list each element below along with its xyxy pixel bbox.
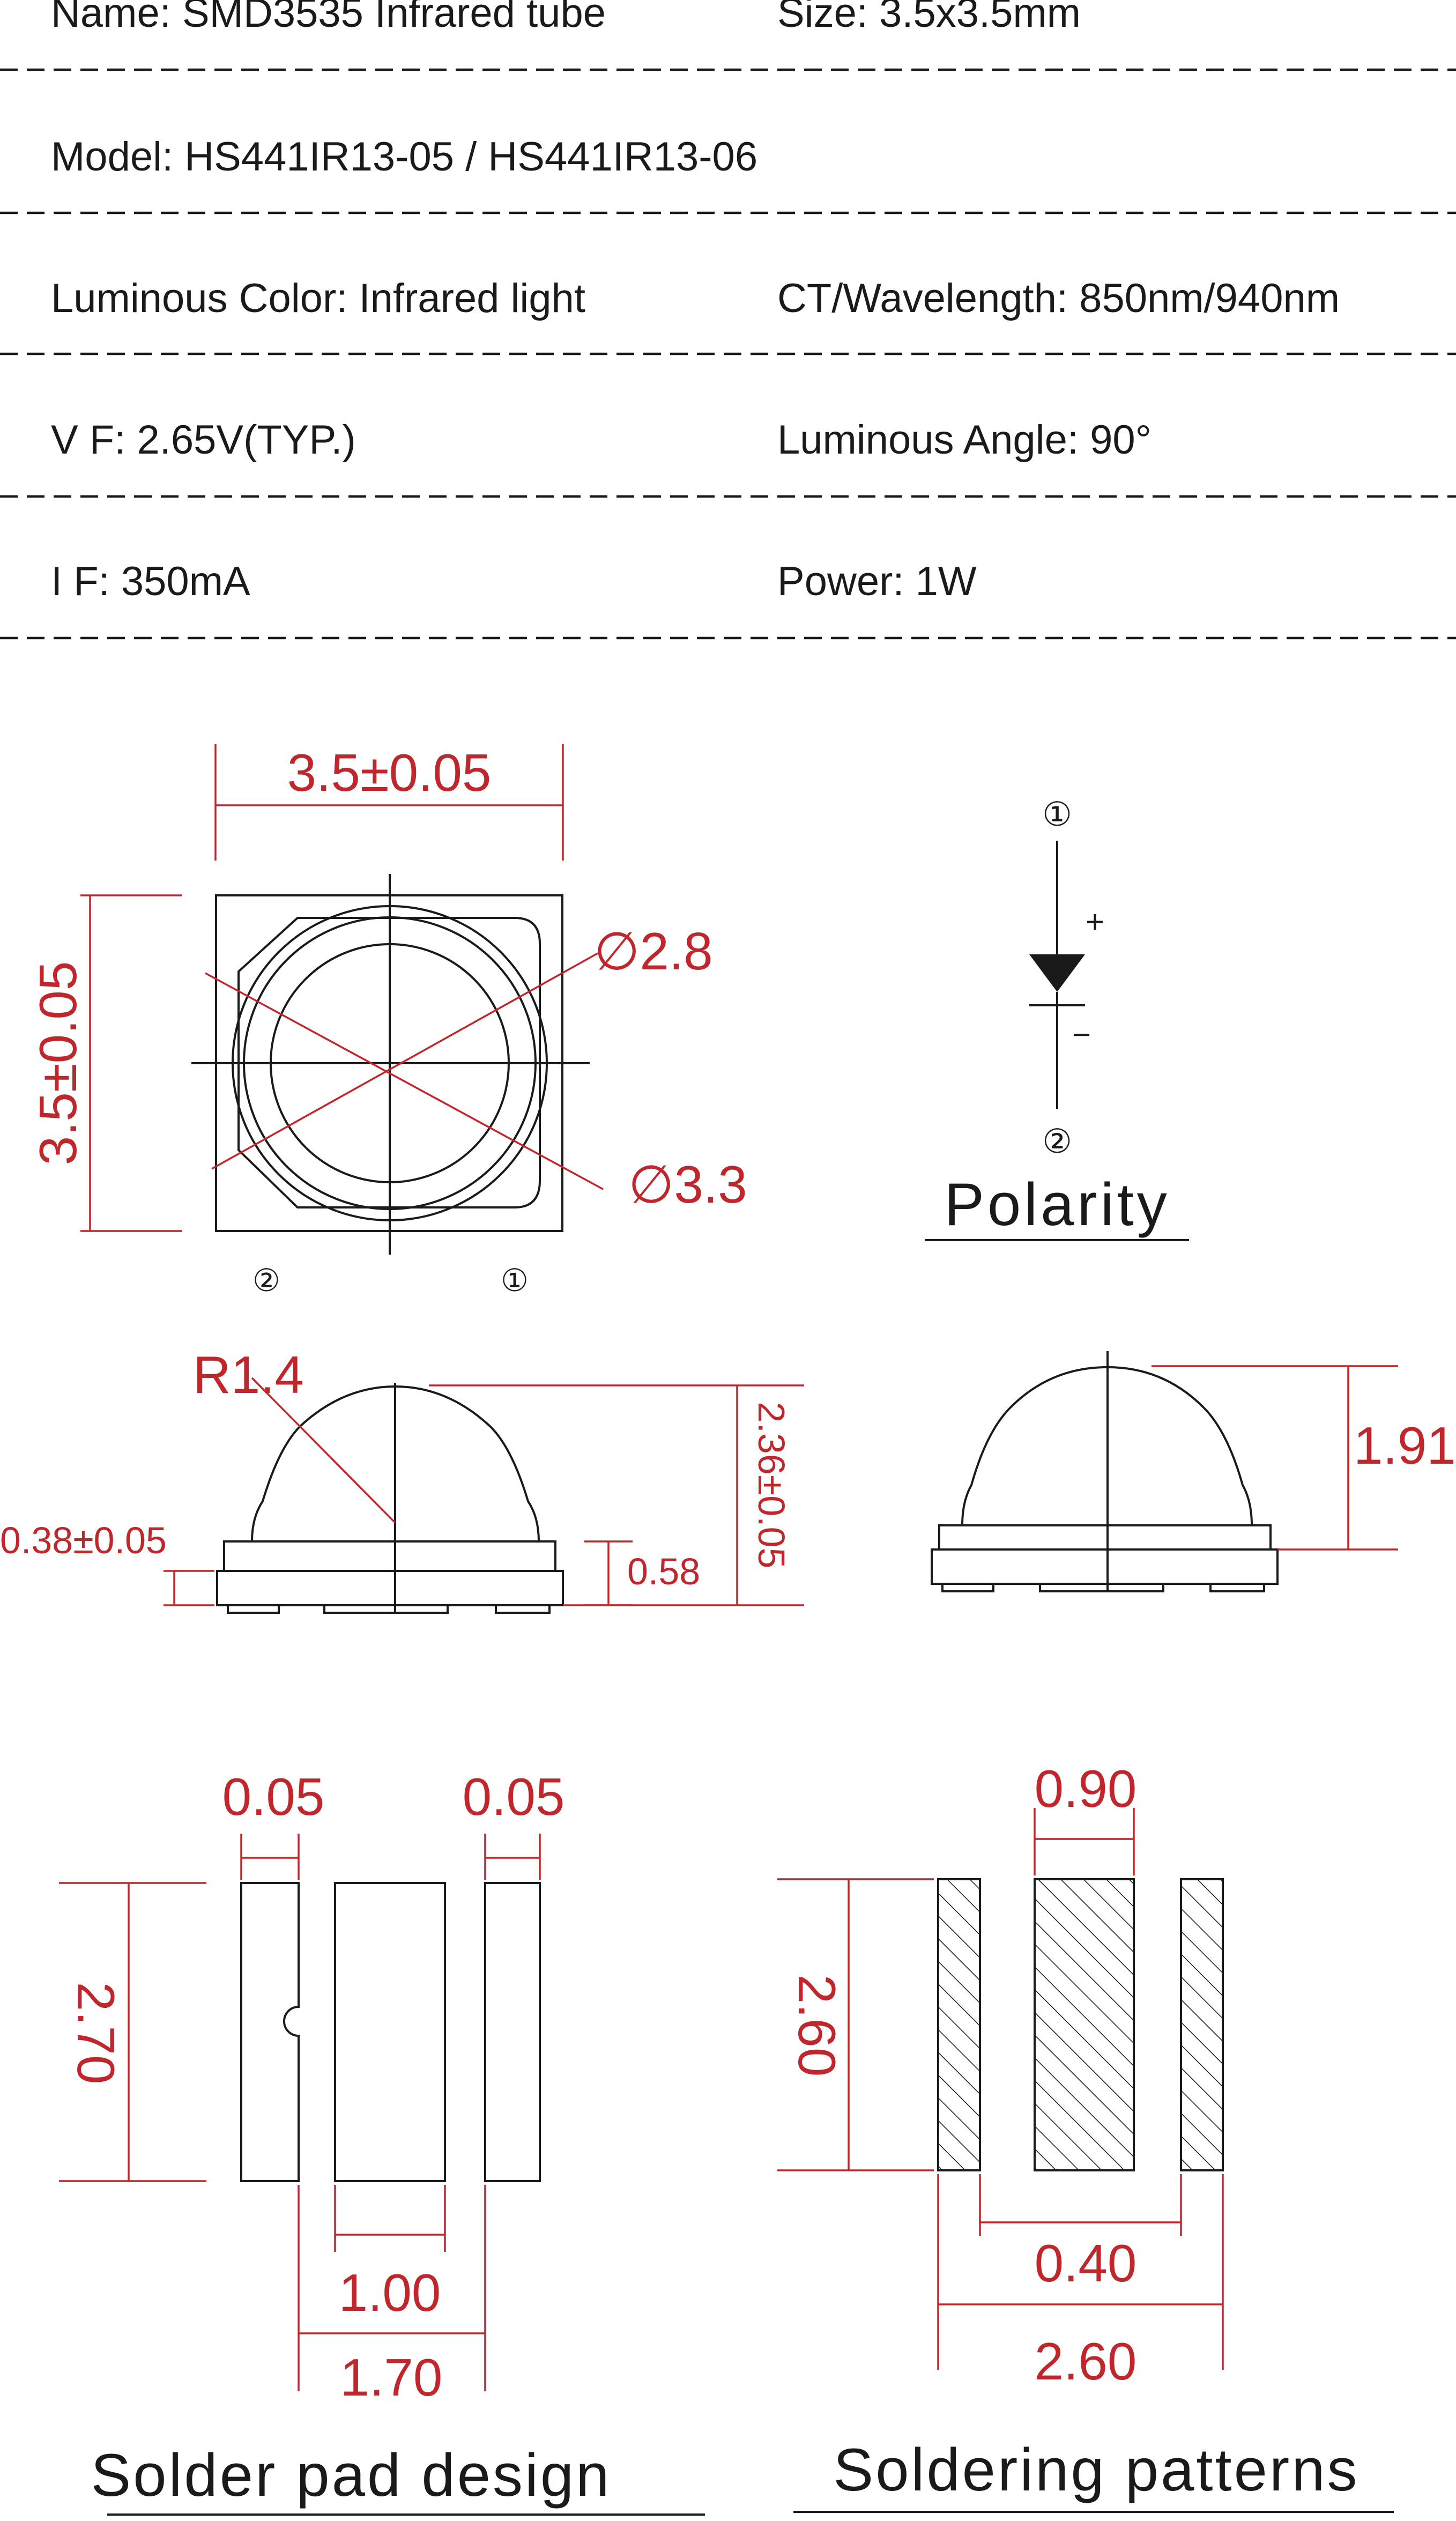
spec-model: Model: HS441IR13-05 / HS441IR13-06 xyxy=(51,134,757,180)
diameter-leader-outer xyxy=(205,972,604,1190)
pattern-pad-left xyxy=(937,1878,981,2171)
pattern-outer-span-label: 2.60 xyxy=(1035,2332,1137,2391)
pad-center-width-label: 1.00 xyxy=(339,2263,441,2322)
pad-height-label: 2.70 xyxy=(66,1982,125,2085)
diameter-leader-inner xyxy=(211,952,598,1170)
total-height-label: 2.36±0.05 xyxy=(751,1402,792,1569)
solder-pad-drawing: 0.05 0.05 2.70 1.00 1.70 Solder pad desi… xyxy=(59,1767,705,2516)
polarity-pin2: ② xyxy=(1042,1122,1072,1161)
side-pad xyxy=(495,1604,551,1614)
pad-right xyxy=(484,1882,541,2182)
inner-diameter-label: ∅2.8 xyxy=(594,922,713,981)
spec-angle: Luminous Angle: 90° xyxy=(777,417,1152,463)
body-height-label: 0.58 xyxy=(627,1551,700,1592)
side-pad xyxy=(323,1604,449,1614)
top-view-drawing: 3.5±0.05 3.5±0.05 ∅2.8 ∅3.3 ② ① xyxy=(28,743,747,1299)
side-body xyxy=(223,1540,556,1572)
spec-color: Luminous Color: Infrared light xyxy=(51,276,585,321)
pin2-marker: ② xyxy=(252,1262,280,1299)
side-view-drawing: R1.4 0.38±0.05 0.58 2.36±0.05 xyxy=(0,1345,804,1614)
polarity-diagram: ① + − ② Polarity xyxy=(925,795,1189,1241)
base-height-label: 0.38±0.05 xyxy=(0,1519,167,1561)
spec-wavelength: CT/Wavelength: 850nm/940nm xyxy=(777,276,1340,321)
side2-pad xyxy=(1039,1583,1164,1592)
pattern-center-width-label: 0.90 xyxy=(1035,1759,1137,1818)
side-view-2-drawing: 1.91 xyxy=(931,1351,1456,1592)
pattern-inner-span-label: 0.40 xyxy=(1035,2234,1137,2293)
top-height-label: 3.5±0.05 xyxy=(28,961,87,1166)
side-base xyxy=(216,1570,564,1606)
gap-right-label: 0.05 xyxy=(463,1767,565,1826)
diode-symbol-icon xyxy=(1029,954,1085,992)
side-pad xyxy=(227,1604,280,1614)
side2-pad xyxy=(941,1583,994,1592)
spec-size: Size: 3.5x3.5mm xyxy=(777,0,1081,36)
polarity-pin1: ① xyxy=(1042,795,1072,834)
pad-center xyxy=(334,1882,446,2182)
spec-if: I F: 350mA xyxy=(51,559,250,604)
radius-label: R1.4 xyxy=(193,1345,304,1404)
top-width-label: 3.5±0.05 xyxy=(287,743,492,802)
pad-left xyxy=(240,1882,300,2182)
gap-left-label: 0.05 xyxy=(222,1767,325,1826)
spec-name: Name: SMD3535 Infrared tube xyxy=(51,0,606,36)
pin1-marker: ① xyxy=(501,1262,529,1299)
solder-pad-title: Solder pad design xyxy=(91,2442,612,2509)
pad-span-label: 1.70 xyxy=(340,2348,443,2407)
pattern-pad-right xyxy=(1180,1878,1224,2171)
spec-table: Name: SMD3535 Infrared tube Size: 3.5x3.… xyxy=(0,0,1456,640)
side2-base xyxy=(931,1548,1279,1585)
pattern-height-label: 2.60 xyxy=(788,1975,846,2077)
pattern-pad-center xyxy=(1034,1878,1135,2171)
spec-power: Power: 1W xyxy=(777,559,977,604)
side2-body xyxy=(938,1524,1272,1551)
polarity-plus: + xyxy=(1086,904,1104,940)
spec-vf: V F: 2.65V(TYP.) xyxy=(51,417,356,463)
soldering-pattern-title: Soldering patterns xyxy=(833,2436,1359,2503)
package-inner-frame xyxy=(237,917,541,1208)
side2-pad xyxy=(1209,1583,1265,1592)
polarity-minus: − xyxy=(1072,1017,1091,1052)
dome-height-label: 1.91 xyxy=(1354,1416,1456,1475)
soldering-pattern-drawing: 0.90 2.60 0.40 2.60 Soldering patterns xyxy=(777,1759,1394,2513)
radius-leader xyxy=(251,1377,396,1524)
polarity-title: Polarity xyxy=(944,1171,1170,1238)
outer-diameter-label: ∅3.3 xyxy=(628,1155,747,1214)
